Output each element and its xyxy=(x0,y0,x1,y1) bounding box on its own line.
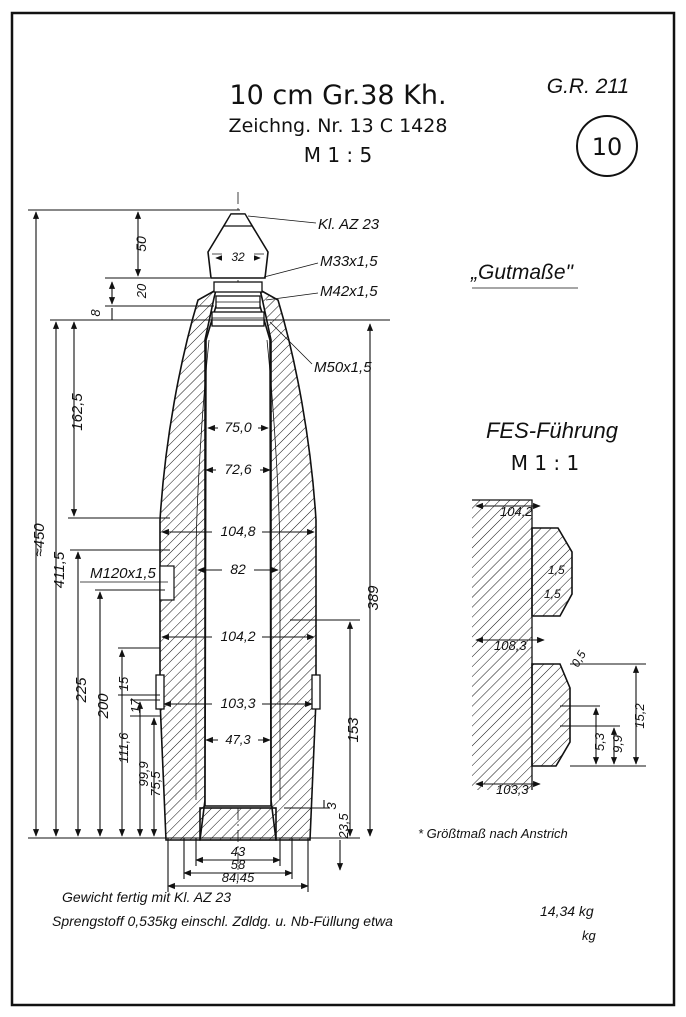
vertical-dimension-labels: ≈450 411,5 162,5 225 200 111,6 99,9 75,5… xyxy=(31,236,382,840)
drawing-title: 10 cm Gr.38 Kh. xyxy=(229,80,446,111)
report-code: G.R. 211 xyxy=(547,75,629,98)
weight-line-1: Gewicht fertig mit Kl. AZ 23 xyxy=(62,889,231,905)
svg-text:32: 32 xyxy=(231,250,245,264)
svg-text:84,45: 84,45 xyxy=(222,870,255,885)
drawing-scale: M 1 : 5 xyxy=(304,143,373,167)
svg-text:15,2: 15,2 xyxy=(632,703,647,729)
svg-text:1,5: 1,5 xyxy=(544,587,561,601)
callout-thread-m50: M50x1,5 xyxy=(314,359,372,376)
callout-fuze: Kl. AZ 23 xyxy=(318,216,380,233)
callout-thread-m120: M120x1,5 xyxy=(90,565,157,582)
svg-text:153: 153 xyxy=(345,717,362,743)
svg-text:5,3: 5,3 xyxy=(592,732,607,751)
svg-text:104,2: 104,2 xyxy=(500,504,533,519)
callout-thread-m42: M42x1,5 xyxy=(320,283,378,300)
svg-text:75,0: 75,0 xyxy=(224,419,251,435)
svg-text:50: 50 xyxy=(133,236,149,252)
shell-base xyxy=(199,807,277,841)
footnote: * Größtmaß nach Anstrich xyxy=(418,826,568,841)
sheet-number-circle xyxy=(576,115,638,177)
svg-text:58: 58 xyxy=(231,857,246,872)
svg-text:15: 15 xyxy=(116,676,131,691)
svg-text:75,5: 75,5 xyxy=(148,771,163,797)
weight-value: 14,34 kg xyxy=(540,903,594,919)
svg-text:47,3: 47,3 xyxy=(225,732,251,747)
svg-text:411,5: 411,5 xyxy=(51,551,68,588)
svg-text:103,3: 103,3 xyxy=(220,695,255,711)
fes-band-upper xyxy=(531,527,573,617)
svg-text:225: 225 xyxy=(73,677,90,704)
driving-band-right xyxy=(311,674,321,710)
weight-line-2: Sprengstoff 0,535kg einschl. Zdldg. u. N… xyxy=(52,913,393,929)
svg-text:8: 8 xyxy=(88,309,103,317)
svg-text:1,5: 1,5 xyxy=(548,563,565,577)
fes-detail: 104,2 108,3 103,3 1,5 1,5 0,5 5,3 9,9 15… xyxy=(472,499,647,797)
svg-text:104,8: 104,8 xyxy=(220,523,255,539)
svg-text:103,3: 103,3 xyxy=(496,782,529,797)
svg-text:99,9: 99,9 xyxy=(136,761,151,786)
svg-text:17: 17 xyxy=(128,698,143,713)
nose-thread xyxy=(213,281,263,293)
fuze-nose xyxy=(222,213,254,227)
weight-unit: kg xyxy=(582,928,597,943)
svg-text:43: 43 xyxy=(231,844,246,859)
callout-thread-m33: M33x1,5 xyxy=(320,253,378,270)
svg-text:0,5: 0,5 xyxy=(568,648,589,670)
fes-title: FES-Führung xyxy=(486,418,619,443)
gutmasse-note: „Gutmaße" xyxy=(470,261,575,284)
sheet-number: 10 xyxy=(592,133,623,161)
sheet-border xyxy=(10,11,676,1007)
svg-text:82: 82 xyxy=(230,561,246,577)
vertical-dimensions xyxy=(28,209,390,871)
svg-text:389: 389 xyxy=(365,585,382,611)
base-thread xyxy=(159,565,175,601)
fes-body-section xyxy=(472,500,532,790)
thread-callouts: Kl. AZ 23 M33x1,5 M42x1,5 M50x1,5 M120x1… xyxy=(80,215,380,583)
svg-text:162,5: 162,5 xyxy=(69,393,86,431)
svg-text:20: 20 xyxy=(134,283,149,299)
drawing-number: Zeichng. Nr. 13 C 1428 xyxy=(229,115,448,137)
svg-text:72,6: 72,6 xyxy=(224,461,251,477)
svg-text:108,3: 108,3 xyxy=(494,638,527,653)
svg-text:3: 3 xyxy=(324,802,339,810)
svg-text:23,5: 23,5 xyxy=(336,813,351,840)
svg-text:≈450: ≈450 xyxy=(31,523,48,557)
fes-scale: M 1 : 1 xyxy=(511,451,580,475)
svg-text:104,2: 104,2 xyxy=(220,628,255,644)
svg-text:111,6: 111,6 xyxy=(116,732,131,763)
fes-band-lower xyxy=(531,663,571,767)
driving-band-left xyxy=(155,674,165,710)
svg-text:9,9: 9,9 xyxy=(610,735,625,753)
diameter-labels: 32 75,0 72,6 104,8 82 104,2 103,3 47,3 4… xyxy=(212,249,262,885)
svg-text:200: 200 xyxy=(95,693,112,720)
